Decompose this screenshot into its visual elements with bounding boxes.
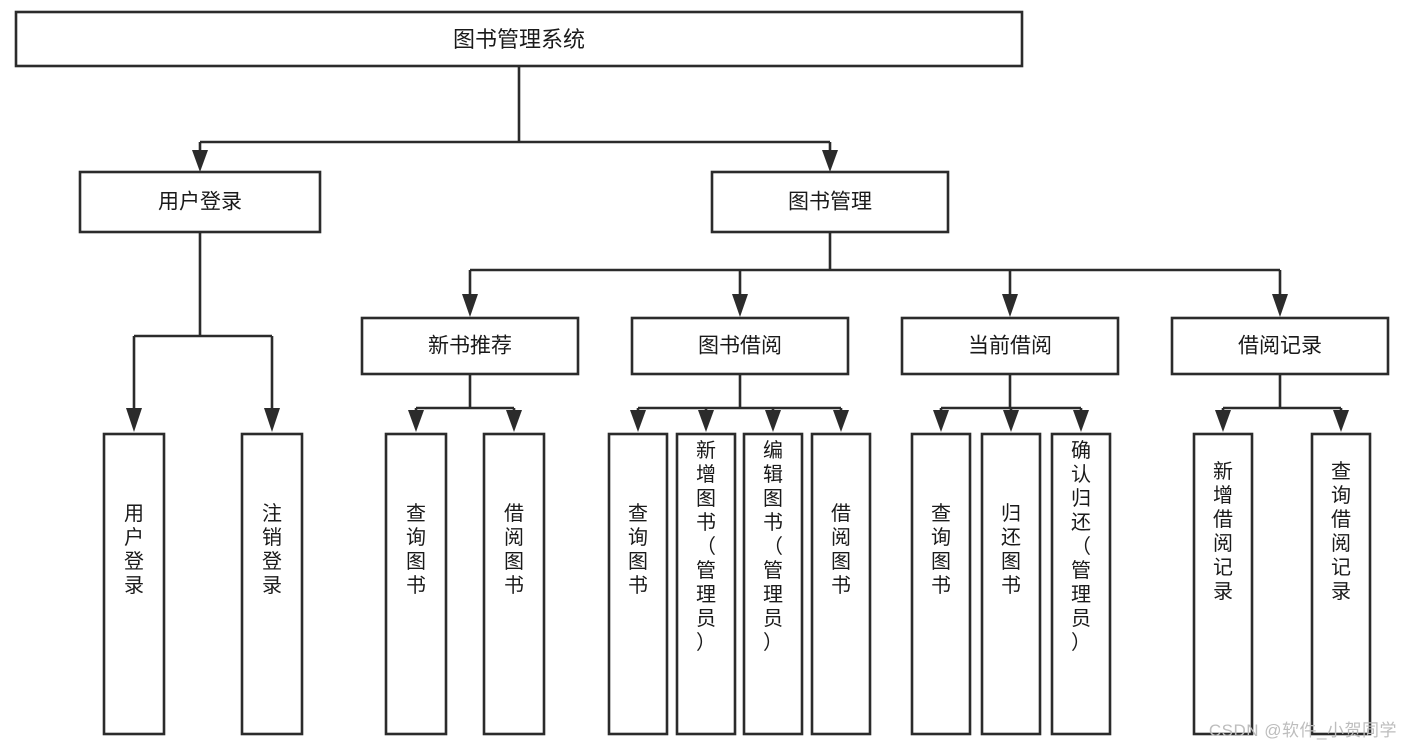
- node-book-borrow[interactable]: 图书借阅: [630, 316, 850, 376]
- node-user-login-label: 用户登录: [158, 191, 242, 214]
- leaf-node-add-book-admin-label: 新增图书（管理员）: [696, 439, 716, 654]
- node-new-book-recommend[interactable]: 新书推荐: [360, 316, 580, 376]
- leaf-node-query-book-borrow-label: 查询图书: [628, 502, 648, 597]
- node-root-box[interactable]: [14, 10, 1024, 68]
- leaf-node-add-borrow-record[interactable]: 新增借阅记录: [1192, 432, 1254, 736]
- leaf-node-logout-label: 注销登录: [262, 502, 282, 597]
- node-book-management[interactable]: 图书管理: [710, 170, 950, 234]
- leaf-node-query-book-borrow-box[interactable]: [607, 432, 669, 736]
- leaf-node-confirm-return-admin[interactable]: 确认归还（管理员）: [1050, 432, 1112, 736]
- leaf-node-add-book-admin-box[interactable]: [675, 432, 737, 736]
- leaf-node-confirm-return-admin-label: 确认归还（管理员）: [1071, 439, 1091, 654]
- leaf-node-edit-book-admin[interactable]: 编辑图书（管理员）: [742, 432, 804, 736]
- node-new-book-recommend-box[interactable]: [360, 316, 580, 376]
- leaf-node-query-borrow-record[interactable]: 查询借阅记录: [1310, 432, 1372, 736]
- arrow-newbook-leaf-1: [408, 410, 424, 432]
- leaf-node-borrow-book-borrow-label: 借阅图书: [831, 502, 851, 597]
- leaf-node-query-book-current-box[interactable]: [910, 432, 972, 736]
- arrow-to-current-borrow: [1002, 294, 1018, 317]
- leaf-node-return-book[interactable]: 归还图书: [980, 432, 1042, 736]
- leaf-node-borrow-book-newbook[interactable]: 借阅图书: [482, 432, 546, 736]
- leaf-node-logout[interactable]: 注销登录: [240, 432, 304, 736]
- node-borrow-record-label: 借阅记录: [1238, 335, 1322, 358]
- arrow-to-borrow-record: [1272, 294, 1288, 317]
- leaf-node-confirm-return-admin-box[interactable]: [1050, 432, 1112, 736]
- arrow-borrow-leaf-3: [765, 410, 781, 432]
- node-user-login[interactable]: 用户登录: [78, 170, 322, 234]
- arrow-record-leaf-1: [1215, 410, 1231, 432]
- arrow-to-new-book-rec: [462, 294, 478, 317]
- csdn-watermark: CSDN @软件_小贺同学: [1208, 721, 1397, 740]
- leaf-node-query-book-current-label: 查询图书: [931, 502, 951, 597]
- leaf-node-add-book-admin[interactable]: 新增图书（管理员）: [675, 432, 737, 736]
- arrow-to-book-mgmt: [822, 150, 838, 172]
- node-root[interactable]: 图书管理系统: [14, 10, 1024, 68]
- leaf-node-edit-book-admin-box[interactable]: [742, 432, 804, 736]
- leaf-node-query-book-newbook-box[interactable]: [384, 432, 448, 736]
- arrow-record-leaf-2: [1333, 410, 1349, 432]
- leaf-node-borrow-book-newbook-label: 借阅图书: [504, 502, 524, 597]
- leaf-node-borrow-book-borrow[interactable]: 借阅图书: [810, 432, 872, 736]
- leaf-node-query-book-newbook[interactable]: 查询图书: [384, 432, 448, 736]
- arrow-to-leaf-user-login: [126, 408, 142, 432]
- leaf-node-return-book-box[interactable]: [980, 432, 1042, 736]
- node-borrow-record-box[interactable]: [1170, 316, 1390, 376]
- leaf-node-user-login-box[interactable]: [102, 432, 166, 736]
- node-book-management-label: 图书管理: [788, 191, 872, 214]
- arrow-to-book-borrow: [732, 294, 748, 317]
- node-new-book-recommend-label: 新书推荐: [428, 335, 512, 358]
- leaf-node-query-book-borrow[interactable]: 查询图书: [607, 432, 669, 736]
- leaf-node-return-book-label: 归还图书: [1001, 502, 1021, 597]
- leaf-node-borrow-book-newbook-box[interactable]: [482, 432, 546, 736]
- node-book-borrow-box[interactable]: [630, 316, 850, 376]
- arrow-current-leaf-3: [1073, 410, 1089, 432]
- node-book-management-box[interactable]: [710, 170, 950, 234]
- leaf-node-query-book-newbook-label: 查询图书: [406, 502, 426, 597]
- node-borrow-record[interactable]: 借阅记录: [1170, 316, 1390, 376]
- leaf-node-query-borrow-record-label: 查询借阅记录: [1331, 460, 1351, 603]
- connector-layer: [126, 66, 1349, 432]
- leaf-node-add-borrow-record-label: 新增借阅记录: [1213, 460, 1233, 603]
- arrow-borrow-leaf-1: [630, 410, 646, 432]
- leaf-node-edit-book-admin-label: 编辑图书（管理员）: [763, 439, 783, 654]
- leaf-node-user-login[interactable]: 用户登录: [102, 432, 166, 736]
- node-book-borrow-label: 图书借阅: [698, 335, 782, 358]
- leaf-node-add-borrow-record-box[interactable]: [1192, 432, 1254, 736]
- leaf-node-logout-box[interactable]: [240, 432, 304, 736]
- arrow-to-leaf-logout: [264, 408, 280, 432]
- node-current-borrow-label: 当前借阅: [968, 335, 1052, 358]
- node-root-label: 图书管理系统: [453, 27, 585, 52]
- arrow-borrow-leaf-4: [833, 410, 849, 432]
- leaf-node-user-login-label: 用户登录: [124, 503, 144, 597]
- node-current-borrow-box[interactable]: [900, 316, 1120, 376]
- node-user-login-box[interactable]: [78, 170, 322, 234]
- arrow-borrow-leaf-2: [698, 410, 714, 432]
- arrow-newbook-leaf-2: [506, 410, 522, 432]
- arrow-to-user-login: [192, 150, 208, 172]
- arrow-current-leaf-1: [933, 410, 949, 432]
- node-current-borrow[interactable]: 当前借阅: [900, 316, 1120, 376]
- leaf-node-borrow-book-borrow-box[interactable]: [810, 432, 872, 736]
- leaf-node-query-book-current[interactable]: 查询图书: [910, 432, 972, 736]
- leaf-node-query-borrow-record-box[interactable]: [1310, 432, 1372, 736]
- arrow-current-leaf-2: [1003, 410, 1019, 432]
